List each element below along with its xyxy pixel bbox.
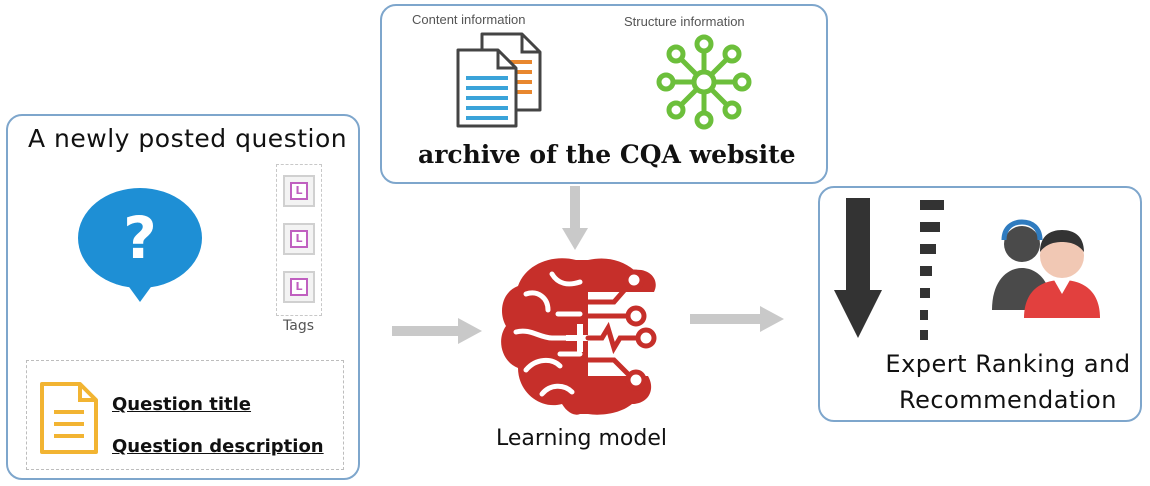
content-information-label: Content information	[412, 12, 526, 27]
archive-box	[380, 4, 828, 184]
document-icon	[40, 382, 98, 454]
tag-item: L	[283, 175, 315, 207]
tag-item: L	[283, 223, 315, 255]
expert-ranking-label: Expert Ranking and Recommendation	[885, 350, 1131, 414]
brain-network-icon	[501, 258, 657, 415]
content-documents-icon	[456, 32, 542, 128]
tags-column: L L L	[276, 164, 322, 316]
svg-text:?: ?	[123, 204, 157, 272]
ranking-sort-icon	[834, 198, 944, 340]
question-bubble-icon: ?	[78, 188, 202, 302]
question-box-title: A newly posted question	[28, 124, 348, 153]
tag-icon: L	[290, 230, 308, 248]
learning-model-label: Learning model	[496, 426, 668, 451]
archive-title: archive of the CQA website	[418, 140, 796, 169]
tag-item: L	[283, 271, 315, 303]
question-title-link[interactable]: Question title	[112, 394, 252, 415]
tag-icon: L	[290, 278, 308, 296]
arrow-right-icon	[690, 306, 784, 332]
arrow-down-icon	[562, 186, 588, 250]
arrow-right-icon	[392, 318, 482, 344]
structure-information-label: Structure information	[624, 14, 745, 29]
tag-icon: L	[290, 182, 308, 200]
tags-label: Tags	[283, 318, 314, 334]
expert-users-icon	[992, 219, 1100, 318]
question-text-box	[26, 360, 344, 470]
structure-graph-icon	[656, 34, 752, 130]
question-description-link[interactable]: Question description	[112, 436, 324, 457]
